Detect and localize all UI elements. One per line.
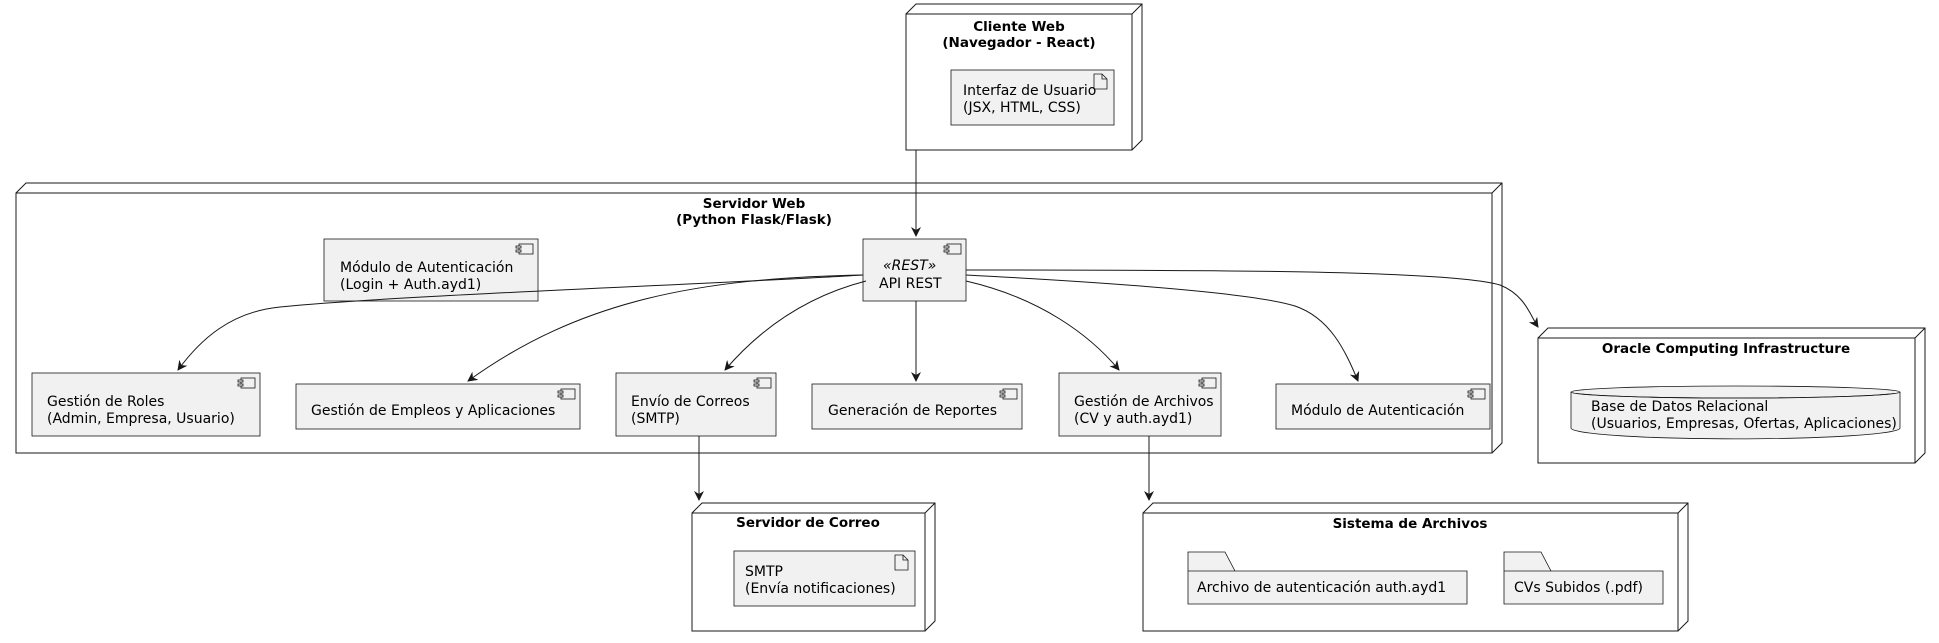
component-icon <box>1467 388 1486 400</box>
roles-line1: Gestión de Roles <box>47 394 164 410</box>
api-to-email-arrow <box>724 280 867 371</box>
smtp-line2: (Envía notificaciones) <box>745 581 896 597</box>
oracle-title: Oracle Computing Infrastructure <box>1602 341 1850 357</box>
archives-line1: Gestión de Archivos <box>1074 394 1214 410</box>
file-system-node: Sistema de Archivos Archivo de autentica… <box>1142 502 1689 632</box>
auth-login-line2: (Login + Auth.ayd1) <box>340 277 481 293</box>
database-line1: Base de Datos Relacional <box>1591 399 1768 415</box>
cvs-label: CVs Subidos (.pdf) <box>1514 580 1643 596</box>
component-icon <box>943 243 962 255</box>
roles-component: Gestión de Roles (Admin, Empresa, Usuari… <box>31 372 261 437</box>
archives-line2: (CV y auth.ayd1) <box>1074 411 1192 427</box>
reports-label: Generación de Reportes <box>828 403 997 419</box>
client-web-subtitle: (Navegador - React) <box>942 35 1095 51</box>
reports-component: Generación de Reportes <box>811 383 1023 430</box>
client-web-node: Cliente Web (Navegador - React) Interfaz… <box>905 3 1143 151</box>
jobs-component: Gestión de Empleos y Aplicaciones <box>295 383 581 430</box>
smtp-artifact: SMTP (Envía notificaciones) <box>733 550 916 607</box>
api-rest-stereotype: «REST» <box>883 258 936 274</box>
archives-component: Gestión de Archivos (CV y auth.ayd1) <box>1058 372 1222 437</box>
api-to-auth-arrow <box>965 274 1360 382</box>
connectors <box>177 150 1539 501</box>
oracle-node: Oracle Computing Infrastructure Base de … <box>1537 327 1926 464</box>
client-web-title: Cliente Web <box>973 19 1065 35</box>
auth-file-folder: Archivo de autenticación auth.ayd1 <box>1187 551 1468 605</box>
component-icon <box>999 388 1018 400</box>
artifact-icon <box>894 554 909 571</box>
api-to-oracle-arrow <box>965 269 1539 328</box>
ui-artifact-line1: Interfaz de Usuario <box>963 83 1096 99</box>
email-component: Envío de Correos (SMTP) <box>615 372 777 437</box>
api-rest-component: «REST» API REST <box>862 238 967 302</box>
auth-login-component: Módulo de Autenticación (Login + Auth.ay… <box>323 238 539 302</box>
mail-server-node: Servidor de Correo SMTP (Envía notificac… <box>691 502 936 632</box>
auth-label: Módulo de Autenticación <box>1291 403 1464 419</box>
database-line2: (Usuarios, Empresas, Ofertas, Aplicacion… <box>1591 416 1897 432</box>
api-to-roles-arrow <box>177 274 864 371</box>
artifact-icon <box>1093 73 1108 90</box>
component-icon <box>515 243 534 255</box>
web-server-node: Servidor Web (Python Flask/Flask) Módulo… <box>15 182 1503 454</box>
component-icon <box>1198 377 1217 389</box>
jobs-label: Gestión de Empleos y Aplicaciones <box>311 403 555 419</box>
mail-server-title: Servidor de Correo <box>736 515 880 531</box>
web-server-title: Servidor Web <box>703 196 806 212</box>
component-icon <box>557 388 576 400</box>
auth-component: Módulo de Autenticación <box>1275 383 1491 430</box>
ui-artifact-line2: (JSX, HTML, CSS) <box>963 100 1081 116</box>
email-line1: Envío de Correos <box>631 394 750 410</box>
auth-login-line1: Módulo de Autenticación <box>340 260 513 276</box>
auth-file-label: Archivo de autenticación auth.ayd1 <box>1197 580 1446 596</box>
component-icon <box>237 377 256 389</box>
file-system-title: Sistema de Archivos <box>1333 516 1488 532</box>
smtp-line1: SMTP <box>745 564 783 580</box>
api-rest-label: API REST <box>879 276 942 292</box>
component-icon <box>753 377 772 389</box>
cvs-folder: CVs Subidos (.pdf) <box>1503 551 1664 605</box>
api-to-archives-arrow <box>965 280 1120 371</box>
ui-artifact: Interfaz de Usuario (JSX, HTML, CSS) <box>950 69 1115 126</box>
api-to-jobs-arrow <box>467 274 864 382</box>
email-line2: (SMTP) <box>631 411 680 427</box>
web-server-subtitle: (Python Flask/Flask) <box>676 212 832 228</box>
database: Base de Datos Relacional (Usuarios, Empr… <box>1570 385 1901 440</box>
roles-line2: (Admin, Empresa, Usuario) <box>47 411 235 427</box>
